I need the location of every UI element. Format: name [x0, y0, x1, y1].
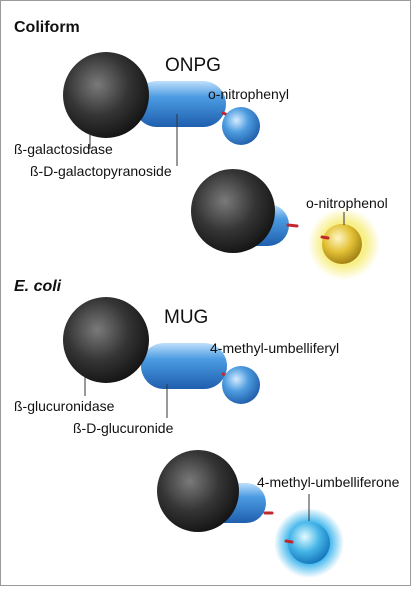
beta-glucuronidase-enzyme — [63, 297, 149, 383]
4-methyl-umbelliferyl-label: 4-methyl-umbelliferyl — [210, 340, 339, 356]
coliform-heading: Coliform — [14, 19, 80, 36]
beta-galactosidase-enzyme — [63, 52, 149, 138]
mug-label: MUG — [164, 307, 208, 328]
o-nitrophenyl-label: o-nitrophenyl — [208, 86, 289, 102]
o-nitrophenol-bond-stub — [320, 235, 330, 240]
4-methyl-umbelliferone-bond-stub — [284, 539, 294, 544]
cleaved-bond-stub — [286, 223, 299, 228]
beta-glucuronidase-label: ß-glucuronidase — [14, 398, 115, 414]
o-nitrophenol-sphere — [322, 224, 362, 264]
4-methyl-umbelliferone-label: 4-methyl-umbelliferone — [257, 474, 400, 490]
onpg-galactopyranoside-capsule — [134, 81, 226, 127]
beta-galactosidase-enzyme-cleaved — [191, 169, 275, 253]
ecoli-heading: E. coli — [14, 278, 62, 295]
o-nitrophenyl-sphere — [222, 107, 260, 145]
coliform-panel: Coliform ONPG o-nitrophenyl ß-galactosid… — [14, 19, 388, 280]
4-methyl-umbelliferyl-sphere — [222, 366, 260, 404]
beta-d-galactopyranoside-label: ß-D-galactopyranoside — [30, 163, 172, 179]
4-methyl-umbelliferone-sphere — [288, 522, 330, 564]
mug-glucuronide-capsule — [141, 343, 227, 389]
beta-galactosidase-label: ß-galactosidase — [14, 141, 113, 157]
onpg-label: ONPG — [165, 55, 221, 76]
beta-d-glucuronide-label: ß-D-glucuronide — [73, 420, 174, 436]
ecoli-panel: E. coli MUG 4-methyl-umbelliferyl ß-gluc… — [14, 278, 400, 578]
o-nitrophenol-label: o-nitrophenol — [306, 195, 388, 211]
beta-glucuronidase-enzyme-cleaved — [157, 450, 239, 532]
